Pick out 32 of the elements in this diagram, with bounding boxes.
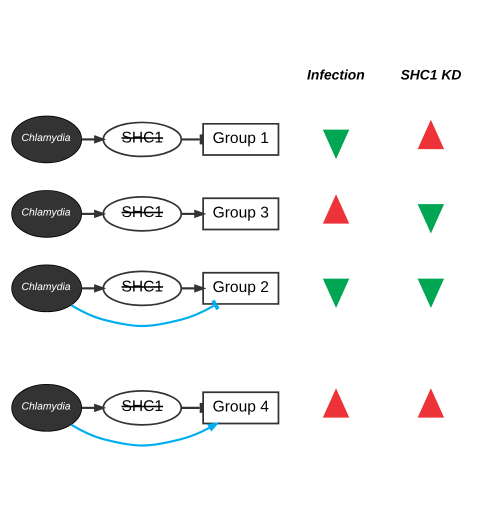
node-arrow [322, 129, 350, 159]
arrow [182, 209, 206, 218]
node-box: Group 1 [202, 122, 280, 156]
node-ellipse: Chlamydia [11, 384, 82, 432]
node-arrow [418, 278, 444, 308]
node-ellipse: SHC1 [102, 196, 182, 232]
node-box: Group 2 [202, 271, 280, 304]
node-arrow [418, 388, 444, 418]
node-box: Group 4 [202, 390, 280, 424]
arrow [82, 284, 106, 292]
arrow [70, 421, 220, 446]
node-ellipse: Chlamydia [11, 190, 82, 238]
arrow [82, 209, 106, 218]
node-ellipse: SHC1 [102, 270, 182, 306]
connector [182, 402, 204, 412]
node-box: Group 3 [202, 196, 280, 230]
node-arrow [322, 278, 350, 308]
arrow [82, 403, 106, 412]
arrow [182, 284, 206, 292]
label: Infection [307, 66, 365, 82]
node-ellipse: SHC1 [102, 121, 182, 157]
node-arrow [322, 194, 350, 224]
arrow [82, 134, 106, 144]
node-arrow [418, 119, 444, 149]
node-ellipse: Chlamydia [11, 115, 82, 163]
node-ellipse: Chlamydia [11, 264, 82, 312]
connector [70, 299, 220, 327]
node-ellipse: SHC1 [102, 390, 182, 426]
connector [182, 134, 204, 144]
node-arrow [322, 388, 350, 418]
node-arrow [418, 204, 444, 234]
label: SHC1 KD [400, 66, 462, 82]
